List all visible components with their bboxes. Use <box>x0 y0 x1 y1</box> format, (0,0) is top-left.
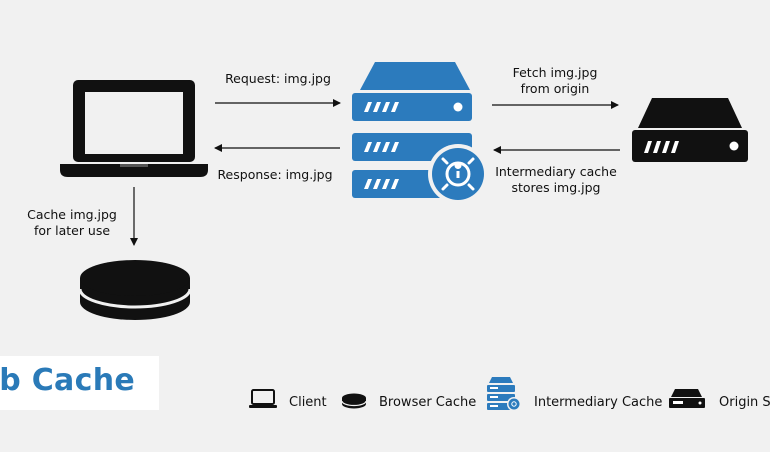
page-title: eb Cache <box>0 363 135 398</box>
legend-server-icon <box>669 389 705 408</box>
disk-icon <box>78 260 192 320</box>
stores-label-line2: stores img.jpg <box>511 180 601 195</box>
cache-label-line1: Cache img.jpg <box>27 207 117 222</box>
legend-client-label: Client <box>289 395 327 410</box>
fetch-label-line2: from origin <box>520 81 590 96</box>
server-icon <box>632 98 748 162</box>
title-box: eb Cache <box>0 356 159 410</box>
request-label: Request: img.jpg <box>225 71 331 86</box>
laptop-icon <box>60 80 208 177</box>
lock-icon <box>428 144 488 204</box>
response-label: Response: img.jpg <box>217 167 333 182</box>
fetch-label-line1: Fetch img.jpg <box>512 65 598 80</box>
legend-server-stack-icon <box>487 377 521 411</box>
legend-origin-server-label: Origin Se <box>719 395 770 410</box>
cache-label-line2: for later use <box>33 223 111 238</box>
legend-intermediary-cache-label: Intermediary Cache <box>534 395 663 410</box>
legend-laptop-icon <box>249 389 277 408</box>
legend-browser-cache-label: Browser Cache <box>379 395 477 410</box>
legend-disk-icon <box>341 393 367 409</box>
stores-label-line1: Intermediary cache <box>495 164 617 179</box>
